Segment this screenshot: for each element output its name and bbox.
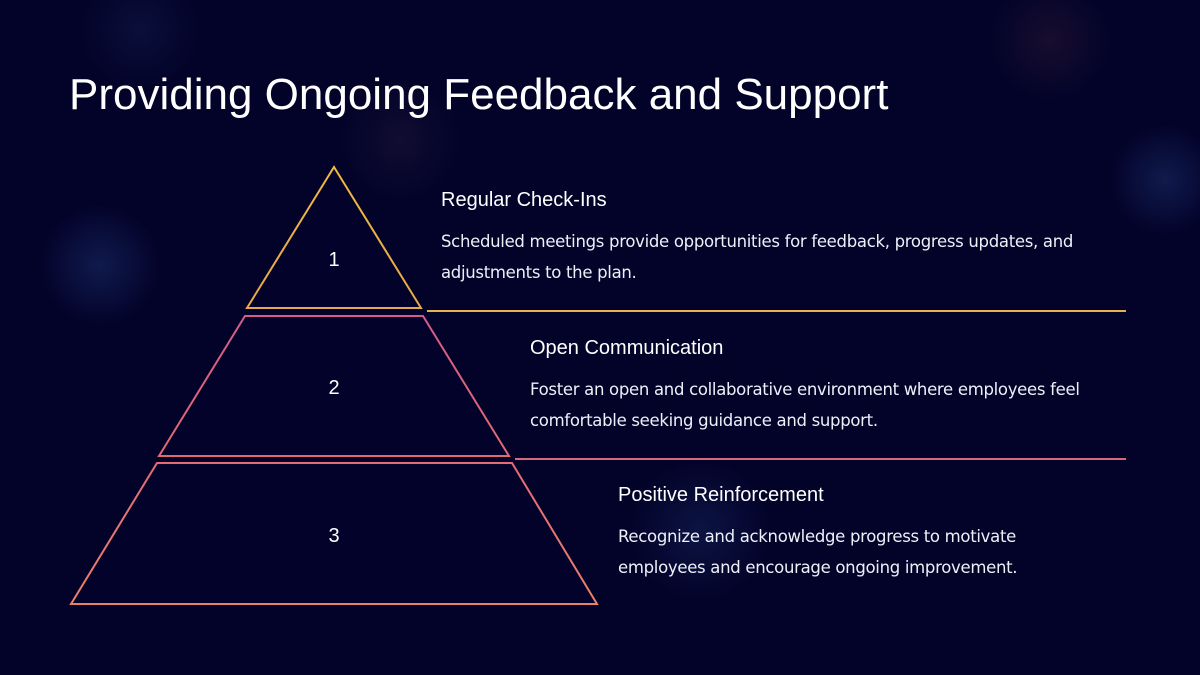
level-3-text: Positive Reinforcement Recognize and ack… <box>618 484 1048 583</box>
pyramid-level-1-shape <box>245 165 423 309</box>
level-2-divider <box>515 458 1126 460</box>
level-1-divider <box>427 310 1126 312</box>
level-3-heading: Positive Reinforcement <box>618 484 824 506</box>
level-3-number: 3 <box>328 525 340 547</box>
level-1-description: Scheduled meetings provide opportunities… <box>441 232 1074 282</box>
level-3-description: Recognize and acknowledge progress to mo… <box>618 527 1018 577</box>
pyramid-level-3-shape <box>69 462 599 605</box>
level-2-heading: Open Communication <box>530 337 724 359</box>
level-1-number: 1 <box>328 249 340 271</box>
slide-title: Providing Ongoing Feedback and Support <box>69 70 889 119</box>
pyramid-level-2-shape <box>157 315 511 457</box>
level-2-number: 2 <box>328 377 340 399</box>
level-1-heading: Regular Check-Ins <box>441 189 607 211</box>
level-2-description: Foster an open and collaborative environ… <box>530 380 1080 430</box>
level-2-text: Open Communication Foster an open and co… <box>530 337 1120 436</box>
level-1-text: Regular Check-Ins Scheduled meetings pro… <box>441 189 1121 288</box>
